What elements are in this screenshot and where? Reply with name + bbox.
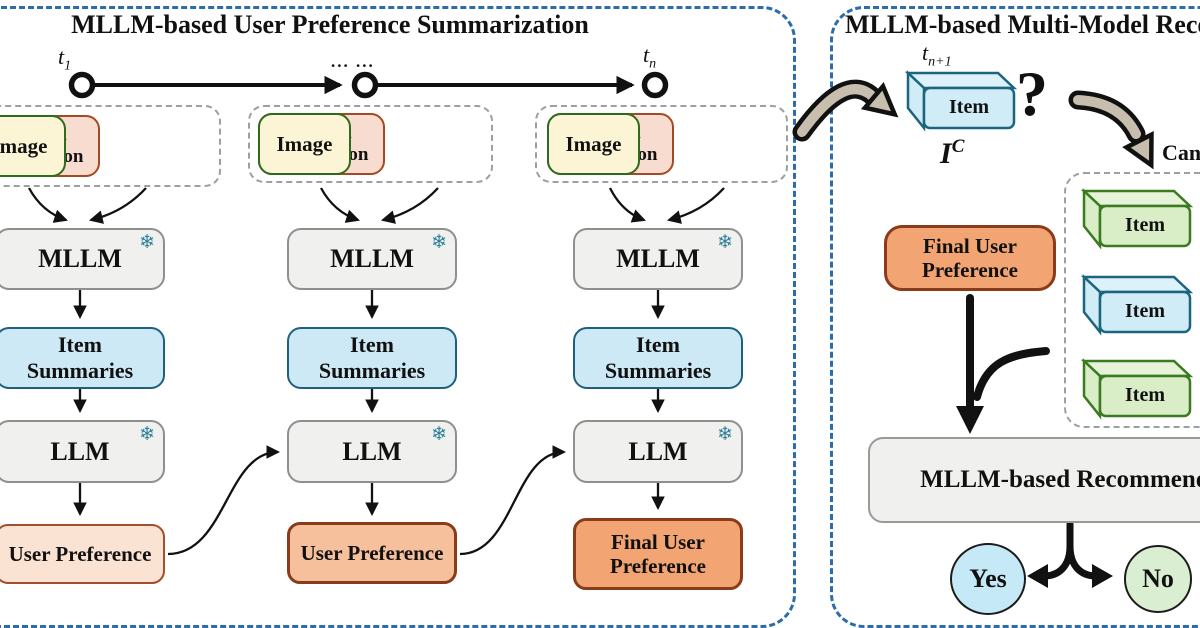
llm-box-3: LLM ❄ [573, 420, 743, 483]
right-panel-border [830, 6, 1200, 628]
right-panel-title: MLLM-based Multi-Model Recommendation [845, 10, 1200, 39]
image-box: Image [258, 113, 351, 175]
mllm-box-1: MLLM ❄ [0, 228, 165, 290]
recommender-box: MLLM-based Recommender [868, 437, 1200, 523]
image-box: Image [0, 115, 66, 177]
mllm-label: MLLM [330, 244, 414, 273]
interaction-group-3: Textual Description Image [535, 105, 788, 183]
llm-label: LLM [628, 436, 688, 466]
next-item-label: Item [949, 96, 989, 118]
llm-box-1: LLM ❄ [0, 420, 165, 483]
candidate-item-label-2: Item [1125, 300, 1165, 322]
interaction-group-1: Textual Description Image [0, 105, 221, 187]
llm-box-2: LLM ❄ [287, 420, 457, 483]
image-box: Image [547, 113, 640, 175]
candidate-item-label-3: Item [1125, 384, 1165, 406]
snowflake-icon: ❄ [139, 423, 155, 445]
question-mark: ? [1016, 58, 1048, 129]
user-preference-box-1: User Preference [0, 524, 165, 584]
left-panel-border [0, 6, 796, 628]
left-panel-title: MLLM-based User Preference Summarization [71, 10, 589, 39]
snowflake-icon: ❄ [431, 231, 447, 253]
snowflake-icon: ❄ [139, 231, 155, 253]
item-summaries-box-1: Item Summaries [0, 327, 165, 389]
candidate-item-label-1: Item [1125, 214, 1165, 236]
candidates-group-border [1064, 172, 1200, 428]
llm-label: LLM [50, 436, 110, 466]
timeline-dots: ... ... [331, 52, 375, 71]
yes-node: Yes [950, 543, 1026, 615]
item-summaries-box-3: Item Summaries [573, 327, 743, 389]
timeline-t1-label: t1 [58, 44, 72, 74]
item-symbol: IC [940, 136, 965, 170]
t-next-label: tn+1 [922, 40, 952, 70]
final-user-preference-box-right: Final User Preference [884, 225, 1056, 291]
user-preference-box-2: User Preference [287, 522, 457, 584]
no-node: No [1124, 545, 1192, 613]
candidates-label: Candidates [1162, 140, 1200, 165]
snowflake-icon: ❄ [717, 423, 733, 445]
snowflake-icon: ❄ [431, 423, 447, 445]
interaction-group-2: Textual Description Image [248, 105, 493, 183]
timeline-tn-label: tn [643, 42, 657, 72]
final-user-preference-box-left: Final User Preference [573, 518, 743, 590]
item-summaries-box-2: Item Summaries [287, 327, 457, 389]
mllm-label: MLLM [616, 244, 700, 273]
mllm-box-2: MLLM ❄ [287, 228, 457, 290]
mllm-label: MLLM [38, 244, 122, 273]
llm-label: LLM [342, 436, 402, 466]
mllm-box-3: MLLM ❄ [573, 228, 743, 290]
snowflake-icon: ❄ [717, 231, 733, 253]
